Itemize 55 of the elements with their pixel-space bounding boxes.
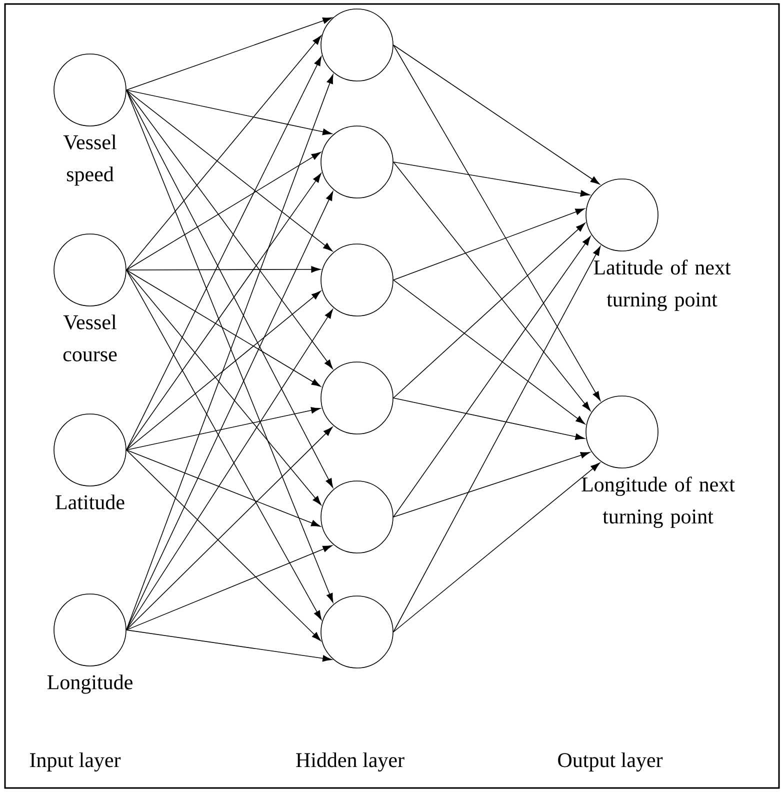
neuron-circle	[54, 414, 126, 486]
neuron-circle	[586, 178, 658, 252]
arrow	[126, 426, 333, 630]
arrow	[393, 280, 586, 424]
node-label: Vessel speed	[63, 134, 116, 186]
layer-label: Hidden layer	[296, 752, 404, 772]
arrow	[126, 309, 333, 630]
neuron-circle	[586, 396, 658, 468]
arrow	[126, 270, 322, 620]
arrow	[126, 35, 322, 270]
arrow	[126, 266, 321, 273]
arrow	[126, 173, 322, 450]
arrow	[393, 452, 590, 518]
neuron-circle	[320, 8, 394, 82]
node-label: Vessel course	[63, 314, 117, 362]
neuron-circle	[320, 362, 394, 434]
arrow	[393, 162, 590, 197]
arrow	[393, 246, 601, 632]
arrow	[126, 290, 321, 450]
neuron-circle	[320, 480, 394, 554]
arrow	[393, 236, 591, 518]
neuron-circle	[320, 596, 394, 668]
arrow	[393, 44, 601, 401]
arrow	[126, 270, 321, 387]
arrow	[126, 90, 334, 488]
arrow	[126, 191, 334, 630]
arrow	[393, 208, 585, 280]
arrow	[393, 462, 600, 632]
arrow	[126, 17, 332, 90]
arrow	[126, 630, 332, 662]
node-label: Longitude of next turning point	[582, 476, 735, 528]
arrow	[126, 545, 332, 630]
neuron-circle	[54, 234, 126, 306]
arrow	[393, 222, 586, 398]
layer-label: Input layer	[30, 752, 121, 772]
arrow	[126, 56, 322, 450]
arrow	[393, 162, 591, 412]
arrow	[126, 450, 322, 642]
node-label: Latitude	[56, 494, 124, 510]
arrow	[393, 398, 585, 440]
arrow	[126, 407, 321, 450]
arrow	[126, 270, 322, 506]
arrow	[393, 44, 600, 184]
arrow	[126, 90, 332, 136]
neuron-circle	[320, 126, 394, 198]
arrow	[126, 90, 332, 252]
neuron-circle	[54, 594, 126, 666]
arrow	[126, 90, 333, 369]
layer-label: Output layer	[558, 752, 663, 772]
arrow	[126, 450, 321, 527]
node-label: Longitude	[47, 674, 132, 694]
neuron-circle	[54, 54, 126, 126]
node-label: Latitude of next turning point	[594, 260, 731, 311]
neuron-circle	[320, 244, 394, 316]
arrow	[126, 152, 321, 270]
